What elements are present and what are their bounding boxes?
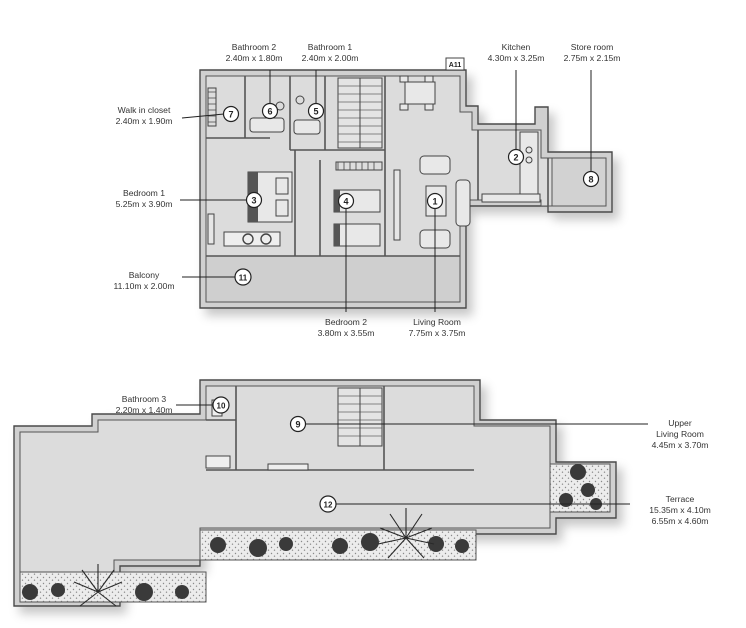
label-living-room: Living Room 7.75m x 3.75m bbox=[409, 317, 466, 338]
svg-text:8: 8 bbox=[588, 175, 593, 185]
svg-text:Upper: Upper bbox=[668, 418, 692, 428]
svg-text:3: 3 bbox=[251, 196, 256, 206]
room-markers: 1 2 3 4 5 6 7 8 9 10 11 12 bbox=[212, 102, 600, 513]
svg-text:1: 1 bbox=[432, 197, 437, 207]
marker-4: 4 bbox=[337, 192, 355, 210]
svg-text:2: 2 bbox=[513, 153, 518, 163]
interior-walls bbox=[206, 76, 549, 257]
label-bedroom-2: Bedroom 2 3.80m x 3.55m bbox=[318, 317, 375, 338]
svg-text:2.40m x 1.80m: 2.40m x 1.80m bbox=[226, 53, 283, 63]
label-balcony: Balcony 11.10m x 2.00m bbox=[114, 270, 175, 291]
svg-text:6.55m x 4.60m: 6.55m x 4.60m bbox=[652, 516, 709, 526]
label-store-room: Store room 2.75m x 2.15m bbox=[564, 42, 621, 63]
svg-text:Bathroom 2: Bathroom 2 bbox=[232, 42, 277, 52]
plants bbox=[22, 464, 602, 607]
marker-12: 12 bbox=[319, 495, 337, 513]
lift-box: A11 bbox=[445, 57, 465, 71]
room-labels: Bathroom 2 2.40m x 1.80m Bathroom 1 2.40… bbox=[114, 42, 711, 526]
upper-living-interior bbox=[205, 386, 474, 471]
svg-text:Bathroom 1: Bathroom 1 bbox=[308, 42, 353, 52]
marker-2: 2 bbox=[507, 148, 525, 166]
svg-text:Kitchen: Kitchen bbox=[502, 42, 531, 52]
label-bathroom-3: Bathroom 3 2.20m x 1.40m bbox=[116, 394, 173, 415]
bathroom-fixtures bbox=[207, 87, 321, 135]
svg-text:4: 4 bbox=[343, 197, 348, 207]
svg-text:Bedroom 2: Bedroom 2 bbox=[325, 317, 367, 327]
palm-icon bbox=[377, 508, 435, 559]
kitchen-counter bbox=[481, 131, 541, 203]
label-terrace: Terrace 15.35m x 4.10m 6.55m x 4.60m bbox=[649, 494, 711, 526]
marker-1: 1 bbox=[426, 192, 444, 210]
marker-10: 10 bbox=[212, 396, 230, 414]
svg-text:5: 5 bbox=[313, 107, 318, 117]
svg-text:Terrace: Terrace bbox=[666, 494, 695, 504]
svg-text:2.75m x 2.15m: 2.75m x 2.15m bbox=[564, 53, 621, 63]
svg-text:3.80m x 3.55m: 3.80m x 3.55m bbox=[318, 328, 375, 338]
marker-9: 9 bbox=[289, 415, 307, 433]
svg-text:2.40m x 2.00m: 2.40m x 2.00m bbox=[302, 53, 359, 63]
lift-label: A11 bbox=[449, 62, 462, 69]
label-bedroom-1: Bedroom 1 5.25m x 3.90m bbox=[116, 188, 173, 209]
svg-text:Living Room: Living Room bbox=[413, 317, 461, 327]
second-floor-plan bbox=[13, 379, 617, 607]
svg-text:11.10m x 2.00m: 11.10m x 2.00m bbox=[114, 281, 175, 291]
svg-text:7.75m x 3.75m: 7.75m x 3.75m bbox=[409, 328, 466, 338]
svg-text:Balcony: Balcony bbox=[129, 270, 160, 280]
svg-text:6: 6 bbox=[267, 107, 272, 117]
svg-text:4.30m x 3.25m: 4.30m x 3.25m bbox=[488, 53, 545, 63]
palm-icon-2 bbox=[73, 564, 123, 607]
svg-text:Living Room: Living Room bbox=[656, 429, 704, 439]
svg-text:5.25m x 3.90m: 5.25m x 3.90m bbox=[116, 199, 173, 209]
svg-text:4.45m x 3.70m: 4.45m x 3.70m bbox=[652, 440, 709, 450]
svg-text:Walk in closet: Walk in closet bbox=[118, 105, 171, 115]
marker-6: 6 bbox=[261, 102, 279, 120]
svg-text:12: 12 bbox=[324, 501, 333, 510]
marker-7: 7 bbox=[222, 105, 240, 123]
label-upper-living-room: Upper Living Room 4.45m x 3.70m bbox=[652, 418, 709, 450]
svg-text:Bedroom 1: Bedroom 1 bbox=[123, 188, 165, 198]
staircase bbox=[337, 77, 383, 149]
marker-5: 5 bbox=[307, 102, 325, 120]
svg-text:11: 11 bbox=[239, 274, 248, 283]
svg-text:10: 10 bbox=[217, 402, 226, 411]
svg-text:9: 9 bbox=[295, 420, 300, 430]
svg-text:2.20m x 1.40m: 2.20m x 1.40m bbox=[116, 405, 173, 415]
label-walk-in-closet: Walk in closet 2.40m x 1.90m bbox=[116, 105, 173, 126]
leader-lines bbox=[176, 70, 648, 505]
dining-table bbox=[399, 75, 436, 111]
marker-11: 11 bbox=[234, 268, 252, 286]
svg-text:15.35m x 4.10m: 15.35m x 4.10m bbox=[649, 505, 711, 515]
svg-text:Store room: Store room bbox=[571, 42, 614, 52]
marker-8: 8 bbox=[582, 170, 600, 188]
label-bathroom-1: Bathroom 1 2.40m x 2.00m bbox=[302, 42, 359, 63]
label-bathroom-2: Bathroom 2 2.40m x 1.80m bbox=[226, 42, 283, 63]
svg-text:Bathroom 3: Bathroom 3 bbox=[122, 394, 167, 404]
marker-3: 3 bbox=[245, 191, 263, 209]
svg-text:2.40m x 1.90m: 2.40m x 1.90m bbox=[116, 116, 173, 126]
svg-text:7: 7 bbox=[228, 110, 233, 120]
label-kitchen: Kitchen 4.30m x 3.25m bbox=[488, 42, 545, 63]
